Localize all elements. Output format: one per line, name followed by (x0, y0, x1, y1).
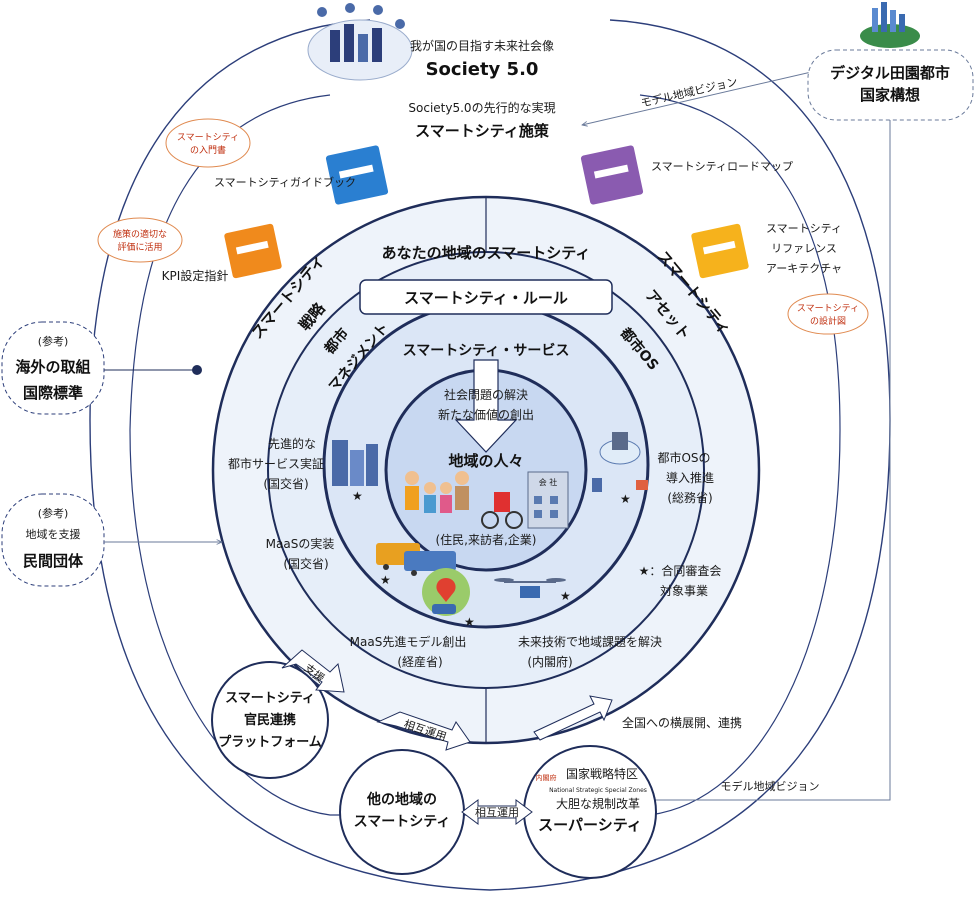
platform-title-3: プラットフォーム (218, 735, 322, 750)
book-icon (580, 145, 644, 205)
nationwide-label: 全国への横展開、連携 (622, 715, 742, 730)
super-city-circle (523, 745, 657, 879)
roadmap-label: スマートシティロードマップ (651, 160, 793, 173)
guidebook-label: スマートシティガイドブック (214, 175, 356, 189)
private-ref: (参考) (38, 506, 69, 520)
star-icon: ★ (620, 492, 631, 506)
social-label-2: 新たな価値の創出 (438, 407, 534, 422)
ra-label-2: リファレンス (771, 242, 837, 255)
maas-impl-1: MaaSの実装 (266, 536, 335, 551)
society-icon (307, 3, 413, 81)
os-promo-1: 都市OSの (657, 450, 710, 465)
intl-box (1, 321, 105, 415)
platform-circle (211, 661, 329, 779)
rule-label: スマートシティ・ルール (404, 289, 568, 307)
rule-box (359, 279, 613, 315)
kpi-bubble-text-2: 評価に活用 (117, 241, 162, 253)
adv-service-2: 都市サービス実証 (228, 456, 324, 471)
digital-connector (650, 118, 891, 800)
society-caption: 我が国の目指す未来社会像 (410, 38, 554, 53)
mutual-arrow-2 (461, 799, 533, 825)
book-icon (224, 223, 282, 279)
private-box (1, 493, 105, 587)
service-label: スマートシティ・サービス (403, 343, 570, 359)
intro-bubble (165, 118, 251, 168)
book-icon (325, 145, 389, 205)
down-arrow (454, 359, 518, 453)
map-pin-icon (422, 568, 470, 616)
people-icon (405, 471, 523, 529)
company-sign: 会 社 (539, 477, 558, 487)
intro-bubble-text-1: スマートシティ (177, 132, 239, 143)
ra-label-1: スマートシティ (766, 222, 842, 235)
adv-service-1: 先進的な (268, 436, 316, 451)
zone-jp: 国家戦略特区 (566, 766, 638, 781)
smart-policy-caption: Society5.0の先行的な実現 (408, 100, 555, 115)
other-city-2: スマートシティ (354, 814, 451, 830)
building-icon (332, 440, 378, 486)
support-arrow (281, 649, 345, 693)
future-tech-2: (内閣府) (527, 654, 572, 669)
star-icon: ★ (464, 615, 475, 629)
star-icon: ★ (380, 573, 391, 587)
building-icon (527, 471, 569, 529)
bold-reform: 大胆な規制改革 (556, 796, 640, 811)
intl-title-1: 海外の取組 (15, 358, 90, 376)
zone-en: National Strategic Special Zones (549, 787, 647, 794)
model-vision-arrow (582, 69, 821, 125)
drone-icon (494, 578, 566, 598)
os-promo-2: 導入推進 (666, 471, 714, 485)
star-icon: ★ (560, 589, 571, 603)
cloud-icon (592, 432, 648, 492)
os-promo-3: (総務省) (667, 491, 712, 505)
kpi-label: KPI設定指針 (162, 268, 229, 283)
mutual-label-2: 相互運用 (475, 806, 519, 819)
intl-title-2: 国際標準 (23, 384, 83, 402)
joint-review-2: 対象事業 (660, 584, 708, 598)
people-sub-label: (住民,来訪者,企業) (436, 532, 537, 547)
star-icon: ★ (352, 489, 363, 503)
people-label: 地域の人々 (448, 452, 523, 470)
book-icon (691, 223, 749, 279)
maas-model-2: (経産省) (397, 654, 442, 669)
bus-icon (376, 543, 456, 576)
platform-title-2: 官民連携 (244, 712, 296, 728)
platform-title-1: スマートシティ (225, 691, 315, 706)
private-title: 民間団体 (23, 552, 84, 570)
maas-model-1: MaaS先進モデル創出 (350, 634, 467, 649)
digital-title-2: 国家構想 (860, 86, 920, 104)
social-label-1: 社会問題の解決 (444, 387, 528, 402)
society-title: Society 5.0 (426, 59, 539, 80)
mutual-arrow-1 (376, 711, 471, 751)
ra-bubble-text-1: スマートシティ (797, 303, 859, 314)
digital-title-1: デジタル田園都市 (830, 64, 950, 82)
ra-label-3: アーキテクチャ (766, 262, 842, 275)
ra-bubble (787, 293, 869, 335)
cabinet-office: 内閣府 (536, 773, 557, 782)
digital-box (807, 49, 974, 121)
ra-bubble-text-2: の設計図 (810, 315, 846, 327)
other-city-1: 他の地域の (366, 791, 437, 808)
city-skyline-icon (860, 2, 920, 48)
nationwide-arrow (533, 695, 613, 741)
model-vision-bottom-label: モデル地域ビジョン (721, 779, 820, 793)
maas-impl-2: (国交省) (283, 556, 328, 571)
joint-review-1: ★：合同審査会 (639, 563, 722, 578)
intl-dot (192, 365, 202, 375)
other-city-circle (339, 749, 465, 875)
future-tech-1: 未来技術で地域課題を解決 (518, 634, 662, 649)
kpi-bubble (97, 217, 183, 263)
private-support: 地域を支援 (26, 527, 81, 541)
super-city: スーパーシティ (538, 816, 642, 834)
your-smart-city: あなたの地域のスマートシティ (382, 244, 591, 262)
adv-service-3: (国交省) (263, 476, 308, 491)
intl-ref: (参考) (38, 334, 69, 348)
smart-policy-title: スマートシティ施策 (415, 122, 550, 140)
intro-bubble-text-2: の入門書 (190, 144, 226, 156)
kpi-bubble-text-1: 施策の適切な (113, 228, 167, 240)
